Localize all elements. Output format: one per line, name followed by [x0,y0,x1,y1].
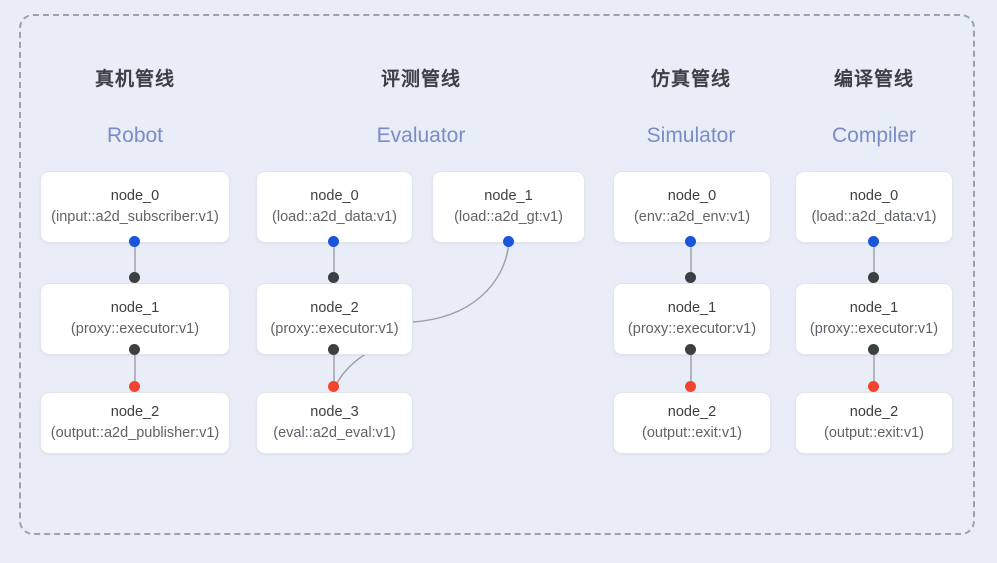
node-robot-node-2[interactable]: node_2 (output::a2d_publisher:v1) [40,392,230,454]
node-evaluator-node-3[interactable]: node_3 (eval::a2d_eval:v1) [256,392,413,454]
column-title-en-evaluator: Evaluator [376,124,466,147]
node-title: node_2 [667,404,717,420]
column-title-en-compiler: Compiler [831,124,917,147]
port-out-evaluator-node-2[interactable] [328,344,339,355]
node-spec: (proxy::executor:v1) [627,321,757,337]
node-title: node_1 [110,300,160,316]
port-in-evaluator-node-2[interactable] [328,272,339,283]
column-title-cn-compiler: 编译管线 [833,69,914,90]
node-title: node_0 [310,188,359,204]
node-title: node_3 [310,404,359,420]
column-title-en-robot: Robot [106,124,164,147]
node-simulator-node-0[interactable]: node_0 (env::a2d_env:v1) [613,171,771,243]
port-in-compiler-node-1[interactable] [868,272,879,283]
node-simulator-node-1[interactable]: node_1 (proxy::executor:v1) [613,283,771,355]
node-compiler-node-0[interactable]: node_0 (load::a2d_data:v1) [795,171,953,243]
column-title-cn-robot: 真机管线 [94,69,175,90]
node-title: node_0 [110,188,160,204]
node-spec: (load::a2d_data:v1) [272,209,397,225]
column-title-en-simulator: Simulator [646,124,736,147]
node-evaluator-node-0[interactable]: node_0 (load::a2d_data:v1) [256,171,413,243]
node-evaluator-node-1[interactable]: node_1 (load::a2d_gt:v1) [432,171,585,243]
node-spec: (output::a2d_publisher:v1) [50,425,220,441]
edge-evaluator-executor-to-eval [334,351,370,388]
node-spec: (input::a2d_subscriber:v1) [51,209,219,225]
node-compiler-node-1[interactable]: node_1 (proxy::executor:v1) [795,283,953,355]
port-out-robot-node-1[interactable] [129,344,140,355]
port-in-evaluator-node-0[interactable] [328,236,339,247]
node-spec: (proxy::executor:v1) [70,321,200,337]
node-title: node_2 [849,404,899,420]
port-in-evaluator-node-1[interactable] [503,236,514,247]
node-spec: (proxy::executor:v1) [270,321,399,337]
port-out-simulator-node-1[interactable] [685,344,696,355]
node-title: node_1 [484,188,533,204]
node-spec: (load::a2d_gt:v1) [454,209,563,225]
node-compiler-node-2[interactable]: node_2 (output::exit:v1) [795,392,953,454]
port-in-simulator-node-0[interactable] [685,236,696,247]
port-in-simulator-node-1[interactable] [685,272,696,283]
node-evaluator-node-2[interactable]: node_2 (proxy::executor:v1) [256,283,413,355]
port-in-robot-node-0[interactable] [129,236,140,247]
node-spec: (output::exit:v1) [642,425,742,441]
node-title: node_0 [849,188,899,204]
edge-evaluator-gt-to-executor [412,241,510,323]
node-title: node_0 [667,188,717,204]
column-title-cn-simulator: 仿真管线 [650,69,731,90]
diagram-dashed-frame [19,14,975,535]
port-in-compiler-node-2[interactable] [868,381,879,392]
node-spec: (output::exit:v1) [824,425,924,441]
node-title: node_1 [667,300,717,316]
port-in-robot-node-1[interactable] [129,272,140,283]
node-title: node_1 [849,300,899,316]
port-in-evaluator-node-3[interactable] [328,381,339,392]
port-out-compiler-node-1[interactable] [868,344,879,355]
node-spec: (env::a2d_env:v1) [633,209,751,225]
node-spec: (eval::a2d_eval:v1) [273,425,396,441]
node-spec: (load::a2d_data:v1) [811,209,937,225]
port-in-robot-node-2[interactable] [129,381,140,392]
node-spec: (proxy::executor:v1) [809,321,939,337]
port-in-simulator-node-2[interactable] [685,381,696,392]
node-simulator-node-2[interactable]: node_2 (output::exit:v1) [613,392,771,454]
port-in-compiler-node-0[interactable] [868,236,879,247]
node-title: node_2 [110,404,160,420]
node-robot-node-0[interactable]: node_0 (input::a2d_subscriber:v1) [40,171,230,243]
column-title-cn-evaluator: 评测管线 [380,69,461,90]
node-title: node_2 [310,300,359,316]
